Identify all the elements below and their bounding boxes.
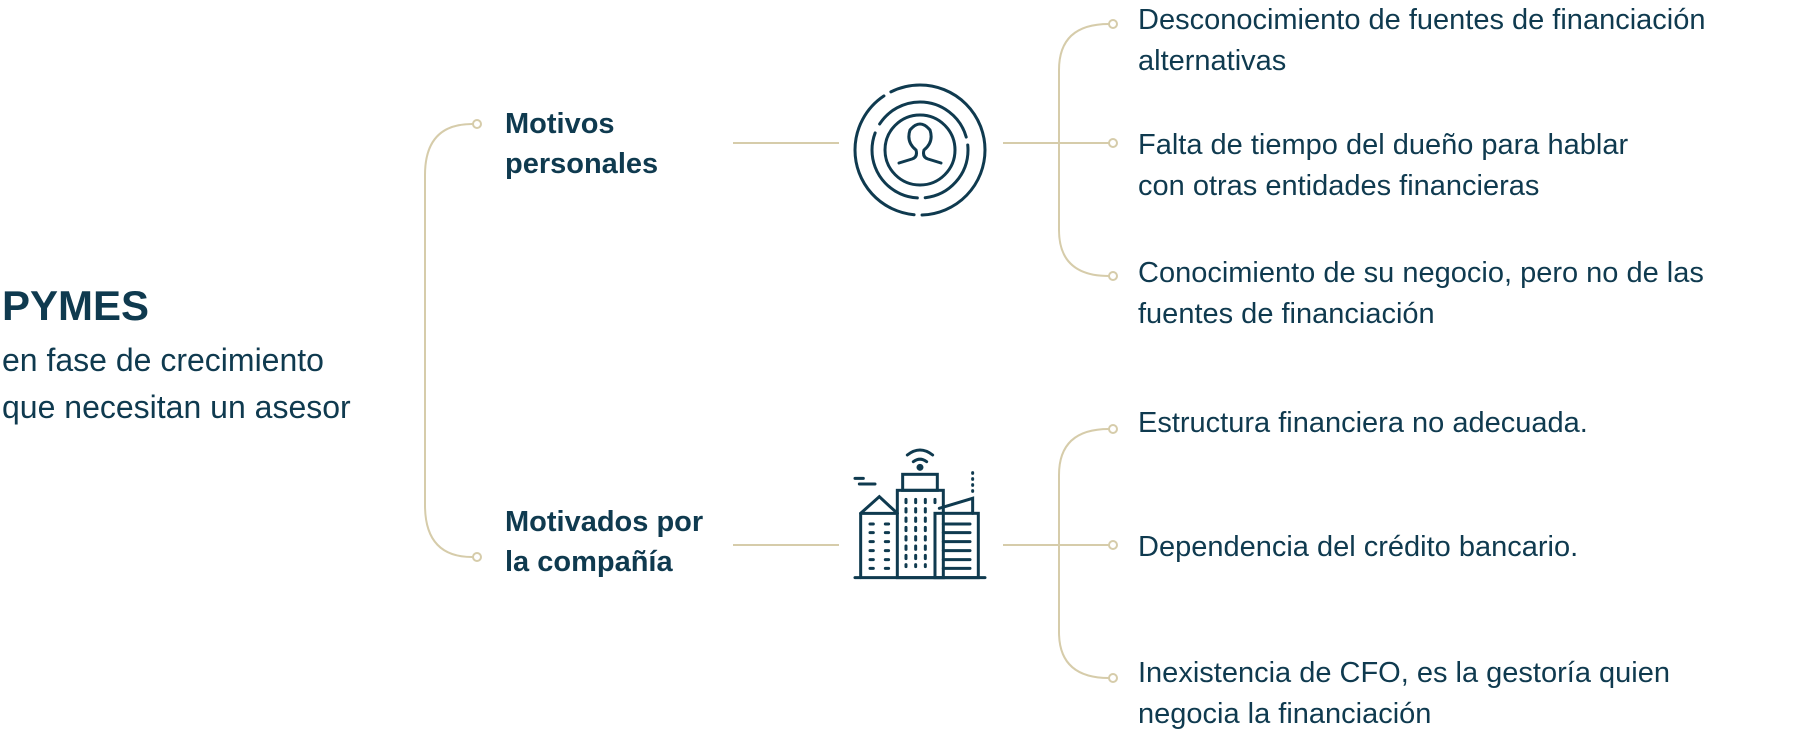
label-line: personales [505,148,659,180]
subtitle-line: que necesitan un asesor [2,389,351,425]
list-item: Estructura financiera no adecuada. [1138,403,1588,444]
label-line: la compañía [505,546,673,578]
item-line: Falta de tiempo del dueño para hablar [1138,129,1629,161]
item-line: Inexistencia de CFO, es la gestoría quie… [1138,657,1670,689]
item-line: Conocimiento de su negocio, pero no de l… [1138,257,1704,289]
item-line: con otras entidades financieras [1138,170,1540,202]
connector-dot [472,552,482,562]
connector-dot [472,119,482,129]
label-line: Motivos [505,108,615,140]
list-item: Desconocimiento de fuentes de financiaci… [1138,0,1705,82]
connector-dot [1108,138,1118,148]
label-line: Motivados por [505,506,704,538]
person-target-icon [853,83,987,217]
item-line: Dependencia del crédito bancario. [1138,531,1579,563]
root-bracket [424,123,473,558]
item-line: Desconocimiento de fuentes de financiaci… [1138,4,1706,36]
root-title: PYMES [2,282,150,329]
connector-dot [1108,19,1118,29]
connector-dot [1108,424,1118,434]
item-line: alternativas [1138,45,1287,77]
root-subtitle: en fase de crecimiento que necesitan un … [2,337,351,431]
connector-dot [1108,540,1118,550]
list-item: Inexistencia de CFO, es la gestoría quie… [1138,653,1670,735]
branch-label-company: Motivados por la compañía [505,502,703,582]
list-item: Dependencia del crédito bancario. [1138,527,1578,568]
items-bracket [1058,23,1110,277]
branch-label-personal: Motivos personales [505,104,658,184]
connector-dot [1108,271,1118,281]
item-line: Estructura financiera no adecuada. [1138,407,1588,439]
subtitle-line: en fase de crecimiento [2,342,324,378]
items-bracket [1058,428,1110,679]
item-line: negocia la financiación [1138,698,1432,730]
list-item: Falta de tiempo del dueño para hablar co… [1138,125,1628,207]
list-item: Conocimiento de su negocio, pero no de l… [1138,253,1704,335]
connector-dot [1108,673,1118,683]
office-buildings-icon [853,448,987,580]
item-line: fuentes de financiación [1138,298,1435,330]
